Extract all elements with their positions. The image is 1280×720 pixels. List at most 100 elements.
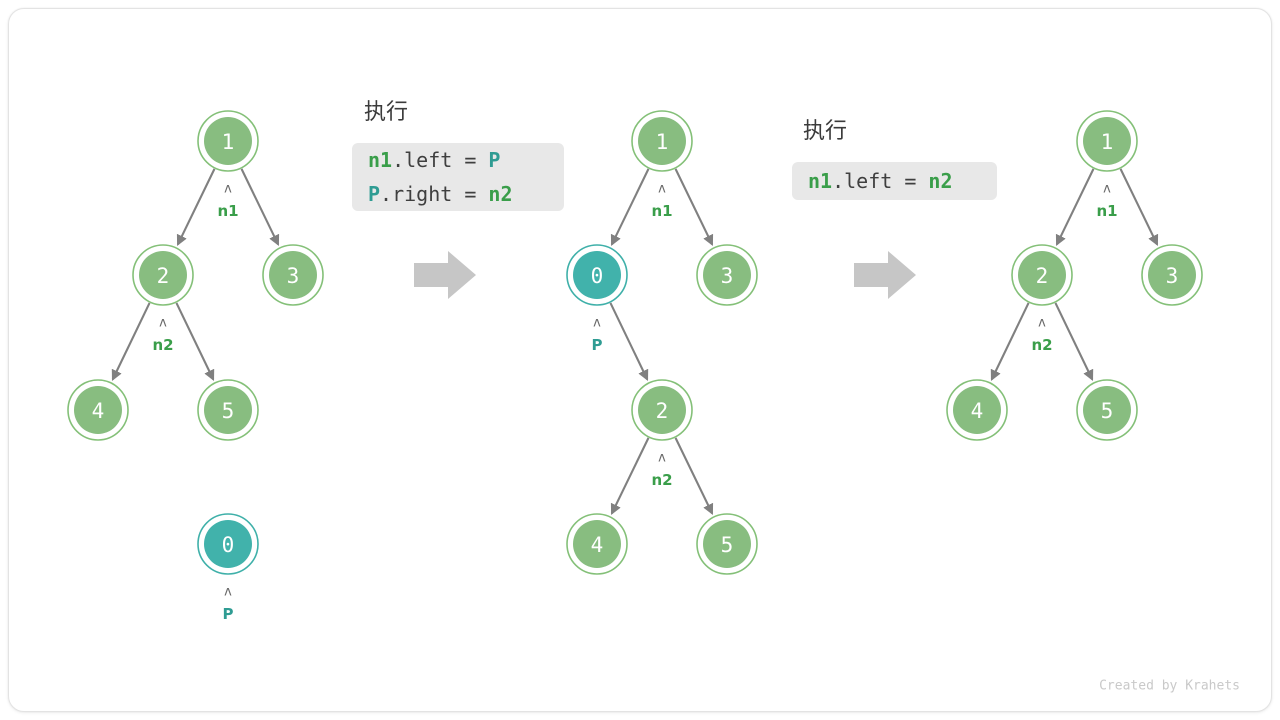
tree-node[interactable]: 1 [197, 110, 259, 172]
tree-node-ring [946, 379, 1008, 441]
tree-node-value: 1 [656, 130, 669, 154]
code-snippet-box [792, 162, 997, 200]
tree-node-circle [204, 117, 252, 165]
tree-node-value: 2 [656, 399, 669, 423]
tree-node[interactable]: 3 [1141, 244, 1203, 306]
tree-edge [111, 302, 151, 381]
tree-node[interactable]: 4 [67, 379, 129, 441]
code-snippet-box [352, 143, 564, 211]
tree-node[interactable]: 0 [197, 513, 259, 575]
tree-node-circle [269, 251, 317, 299]
edges-layer [111, 168, 1159, 515]
tree-node-ring [1141, 244, 1203, 306]
tree-edge [1054, 302, 1094, 381]
tree-node[interactable]: 1 [631, 110, 693, 172]
tree-node-ring [197, 513, 259, 575]
tree-node-ring [1011, 244, 1073, 306]
tree-node-circle [703, 520, 751, 568]
tree-node[interactable]: 3 [696, 244, 758, 306]
pointer-label: n2 [1031, 336, 1052, 354]
tree-node-value: 4 [971, 399, 984, 423]
nodes-layer: 1 2 3 4 5 0 1 0 3 2 4 5 1 2 3 4 5 [67, 110, 1203, 575]
pointer-label: P [223, 605, 234, 623]
tree-node-circle [1083, 386, 1131, 434]
tree-node-circle [573, 520, 621, 568]
tree-edge [610, 168, 650, 246]
tree-node-value: 2 [157, 264, 170, 288]
tree-edge [990, 302, 1030, 381]
tree-node-ring [631, 379, 693, 441]
pointer-label: n1 [1096, 202, 1117, 220]
tree-node[interactable]: 4 [946, 379, 1008, 441]
tree-edge [240, 168, 280, 246]
tree-node-value: 5 [1101, 399, 1114, 423]
tree-node[interactable]: 1 [1076, 110, 1138, 172]
code-line: n1.left = P [368, 148, 500, 172]
tree-edge [1119, 168, 1159, 246]
tree-node-ring [197, 110, 259, 172]
pointer-label: P [592, 336, 603, 354]
code-line: n1.left = n2 [808, 169, 953, 193]
transition-arrow-icon [414, 251, 476, 299]
tree-node-circle [74, 386, 122, 434]
tree-edge [610, 437, 650, 515]
pointer-label: n2 [651, 471, 672, 489]
tree-node-circle [638, 386, 686, 434]
tree-node[interactable]: 2 [1011, 244, 1073, 306]
pointer-caret-icon: ʌ [593, 316, 601, 331]
tree-node-ring [132, 244, 194, 306]
tree-node-circle [204, 520, 252, 568]
tree-edge [1055, 168, 1095, 246]
tree-node-ring [566, 513, 628, 575]
tree-node[interactable]: 3 [262, 244, 324, 306]
step-heading: 执行 [803, 119, 847, 144]
pointer-caret-icon: ʌ [159, 316, 167, 331]
code-token: .left = [392, 148, 488, 172]
tree-node-value: 5 [222, 399, 235, 423]
tree-node-value: 2 [1036, 264, 1049, 288]
tree-node-value: 1 [1101, 130, 1114, 154]
tree-node-ring [1076, 379, 1138, 441]
pointer-caret-icon: ʌ [658, 451, 666, 466]
tree-edge [609, 302, 649, 381]
tree-node[interactable]: 5 [696, 513, 758, 575]
tree-node-ring [566, 244, 628, 306]
tree-edge [175, 302, 215, 381]
tree-node-value: 3 [1166, 264, 1179, 288]
tree-node-value: 4 [92, 399, 105, 423]
tree-node[interactable]: 4 [566, 513, 628, 575]
credit-text: Created by Krahets [1099, 679, 1240, 694]
tree-node-ring [631, 110, 693, 172]
code-token: n1 [368, 148, 392, 172]
tree-edge [176, 168, 216, 246]
step-heading: 执行 [364, 100, 408, 125]
tree-node-value: 1 [222, 130, 235, 154]
tree-node-ring [696, 513, 758, 575]
tree-node[interactable]: 0 [566, 244, 628, 306]
tree-node-ring [262, 244, 324, 306]
tree-node-circle [139, 251, 187, 299]
pointer-label: n1 [651, 202, 672, 220]
tree-node-circle [573, 251, 621, 299]
tree-node-circle [638, 117, 686, 165]
pointer-caret-icon: ʌ [1038, 316, 1046, 331]
pointer-caret-icon: ʌ [224, 182, 232, 197]
tree-edge [674, 168, 714, 246]
tree-node[interactable]: 5 [1076, 379, 1138, 441]
code-line: P.right = n2 [368, 182, 513, 206]
transition-arrow-icon [854, 251, 916, 299]
pointer-label: n1 [217, 202, 238, 220]
tree-node-value: 3 [721, 264, 734, 288]
tree-node[interactable]: 2 [631, 379, 693, 441]
tree-node-circle [703, 251, 751, 299]
tree-edge [674, 437, 714, 515]
tree-node-value: 5 [721, 533, 734, 557]
tree-node[interactable]: 5 [197, 379, 259, 441]
tree-node-circle [953, 386, 1001, 434]
tree-node-value: 4 [591, 533, 604, 557]
tree-node[interactable]: 2 [132, 244, 194, 306]
tree-node-circle [1018, 251, 1066, 299]
pointer-caret-icon: ʌ [1103, 182, 1111, 197]
tree-node-circle [204, 386, 252, 434]
